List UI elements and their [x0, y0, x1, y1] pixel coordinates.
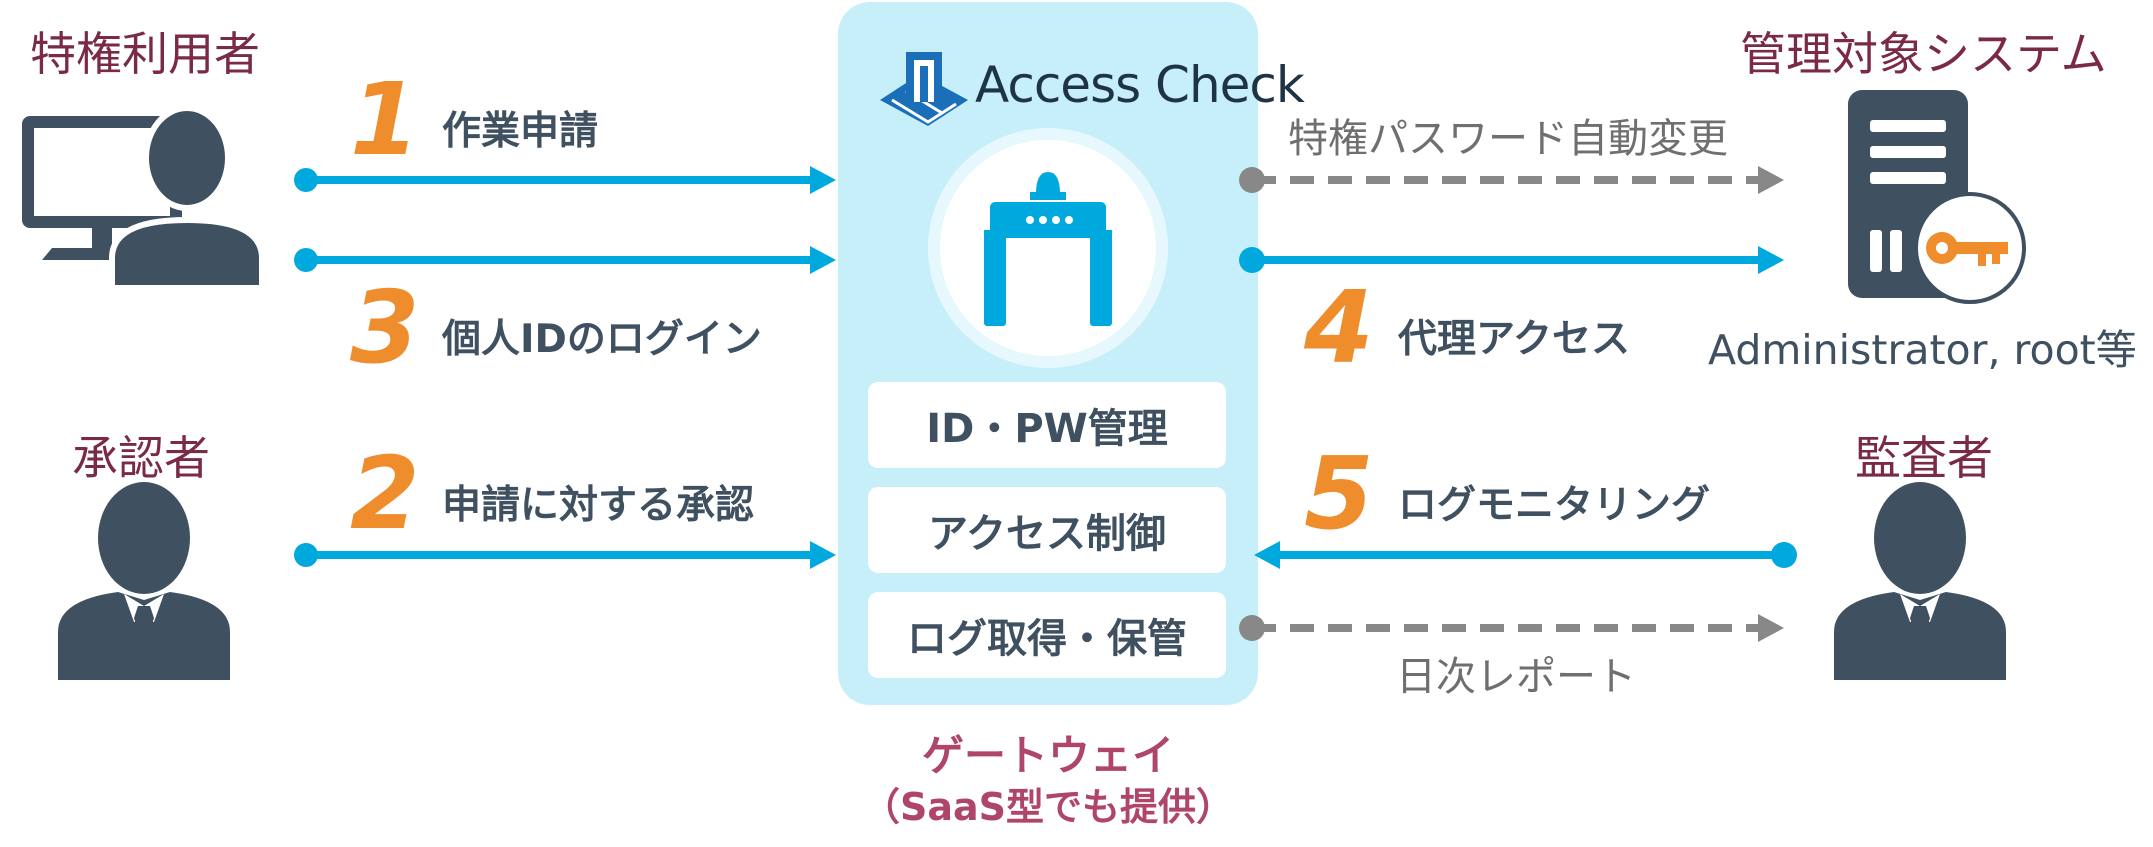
arrow-step-3: [294, 246, 836, 274]
feature-log-collection: ログ取得・保管: [868, 592, 1226, 678]
step-3-number: 3: [350, 269, 420, 386]
access-check-logo-icon: [880, 52, 968, 126]
approver-label: 承認者: [72, 431, 210, 485]
managed-system-label: 管理対象システム: [1740, 27, 2107, 81]
step-1-label: 作業申請: [442, 109, 599, 154]
privileged-user-label: 特権利用者: [30, 27, 260, 81]
feature-id-pw-management: ID・PW管理: [868, 382, 1226, 468]
step-2-number: 2: [350, 435, 420, 552]
approver-person-icon: [58, 482, 230, 680]
gate-icon: [984, 172, 1112, 326]
arrow-step-5: [1254, 541, 1797, 569]
feature-access-control: アクセス制御: [868, 487, 1226, 573]
step-3-label: 個人IDのログイン: [442, 317, 762, 362]
server-with-key-icon: [1848, 90, 2026, 304]
arrow-step-2: [294, 541, 836, 569]
step-2-label: 申請に対する承認: [442, 483, 755, 528]
user-at-computer-icon: [22, 108, 265, 288]
step-4-number: 4: [1304, 269, 1374, 386]
step-4-label: 代理アクセス: [1398, 317, 1631, 362]
gateway-title: ゲートウェイ: [921, 731, 1174, 780]
password-change-label: 特権パスワード自動変更: [1288, 116, 1728, 162]
step-1-number: 1: [350, 61, 420, 178]
arrow-step-4: [1239, 246, 1784, 274]
arrow-password-change: [1239, 166, 1784, 194]
arrow-daily-report: [1239, 614, 1784, 642]
step-5-number: 5: [1304, 435, 1374, 552]
auditor-label: 監査者: [1855, 431, 1993, 485]
auditor-person-icon: [1834, 482, 2006, 680]
access-check-logo-text: Access Check: [975, 56, 1305, 114]
admin-account-label: Administrator, root等: [1708, 326, 2137, 374]
arrow-step-1: [294, 166, 836, 194]
daily-report-label: 日次レポート: [1396, 654, 1636, 700]
gateway-subtitle: （SaaS型でも提供）: [861, 785, 1235, 829]
step-5-label: ログモニタリング: [1398, 483, 1711, 528]
